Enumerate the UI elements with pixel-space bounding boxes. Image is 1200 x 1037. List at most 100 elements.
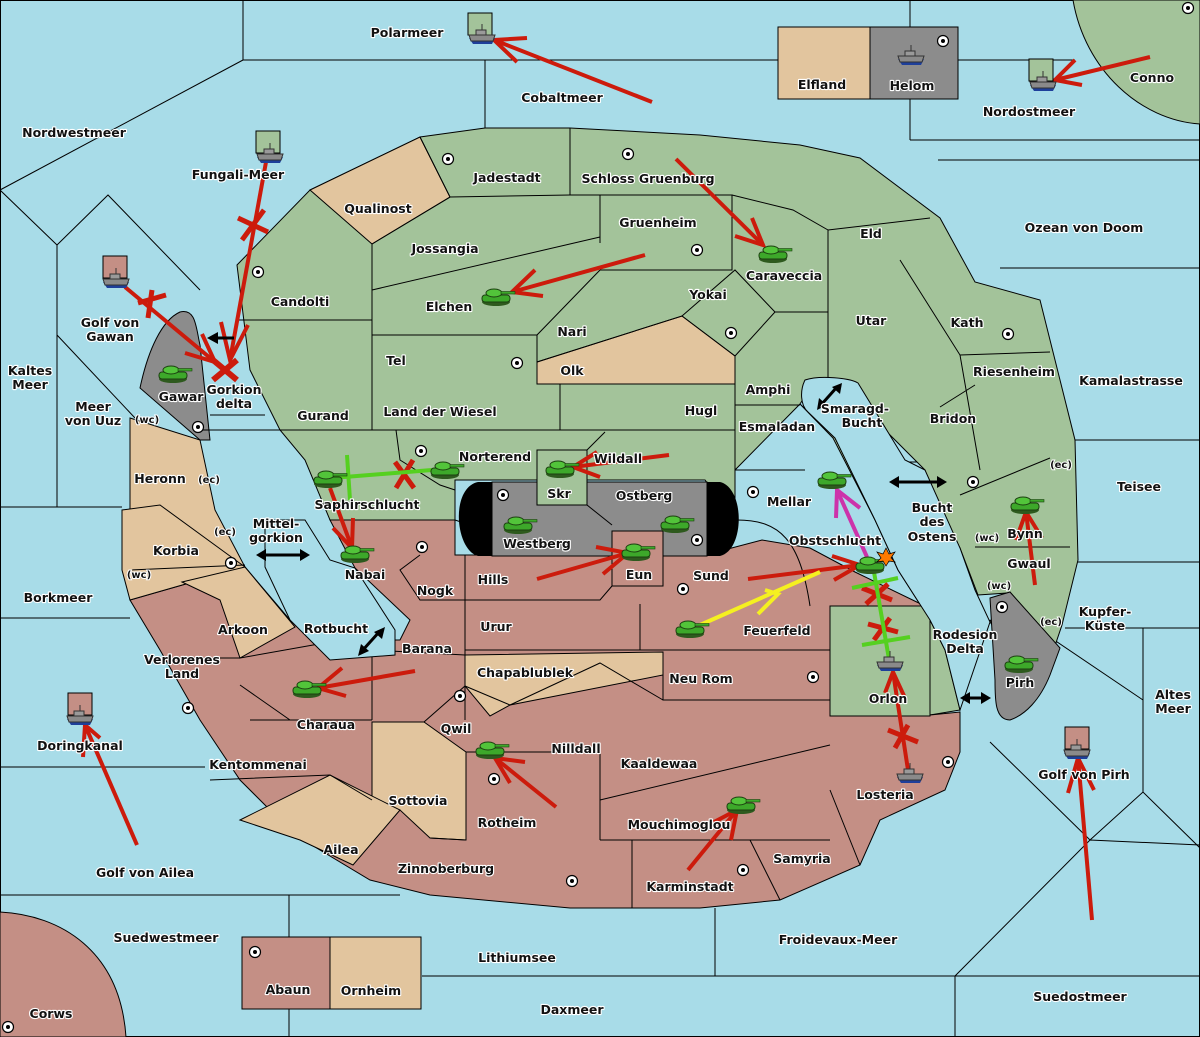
fleet-unit-nordostmeer	[1028, 58, 1057, 92]
coast-label-bynn-ec: (ec)	[1050, 460, 1072, 471]
label-wildall: Wildall	[594, 451, 642, 466]
supply-center-icon	[565, 874, 579, 888]
coast-label-korbia-wc: (wc)	[127, 570, 151, 581]
coast-label-gwaul-wc: (wc)	[987, 581, 1011, 592]
label-helom: Helom	[890, 78, 935, 93]
coast-label-gwaul-ec: (ec)	[1040, 617, 1062, 628]
label-gwaul: Gwaul	[1007, 556, 1050, 571]
label-losteria: Losteria	[856, 787, 913, 802]
label-qualinost: Qualinost	[344, 201, 411, 216]
svg-text:Meer: Meer	[12, 377, 48, 392]
label-utar: Utar	[856, 313, 888, 328]
supply-center-icon	[676, 582, 690, 596]
label-corws: Corws	[30, 1006, 73, 1021]
supply-center-icon	[414, 444, 428, 458]
territory-ornheim[interactable]	[329, 936, 422, 1010]
label-verlorenes-land: Verlorenes	[144, 652, 220, 667]
label-hugl: Hugl	[685, 403, 718, 418]
territory-pirh[interactable]	[989, 591, 1061, 721]
label-elchen: Elchen	[426, 299, 473, 314]
label-orlon: Orlon	[869, 691, 908, 706]
label-urur: Urur	[480, 619, 512, 634]
supply-center-icon	[995, 600, 1009, 614]
label-nilldall: Nilldall	[551, 741, 600, 756]
svg-text:Land: Land	[165, 666, 199, 681]
label-olk: Olk	[560, 363, 584, 378]
supply-center-icon	[966, 475, 980, 489]
label-conno: Conno	[1130, 70, 1175, 85]
label-barana: Barana	[402, 641, 452, 656]
label-bynn: Bynn	[1007, 526, 1042, 541]
label-rotheim: Rotheim	[478, 815, 537, 830]
label-nordostmeer: Nordostmeer	[983, 104, 1076, 119]
supply-center-icon	[496, 488, 510, 502]
label-zinnoberburg: Zinnoberburg	[398, 861, 494, 876]
supply-center-icon	[724, 326, 738, 340]
label-heronn: Heronn	[134, 471, 186, 486]
territory-corws[interactable]	[0, 911, 127, 1037]
label-neu-rom: Neu Rom	[669, 671, 732, 686]
connection-arrows	[207, 332, 991, 704]
convoy-order-line	[699, 570, 821, 627]
units	[66, 12, 1091, 815]
label-abaun: Abaun	[266, 982, 311, 997]
coast-label-gawar-wc: (wc)	[135, 415, 159, 426]
coast-label-bynn-wc: (wc)	[975, 533, 999, 544]
orders	[81, 36, 1151, 921]
label-qwil: Qwil	[441, 721, 472, 736]
svg-text:Delta: Delta	[946, 641, 984, 656]
label-mellar: Mellar	[767, 494, 812, 509]
label-kentommenai: Kentommenai	[209, 757, 307, 772]
label-kaltes-meer: Kaltes	[8, 363, 52, 378]
label-mittelgorkion: Mittel-	[253, 516, 300, 531]
svg-text:Ostens: Ostens	[908, 529, 957, 544]
svg-text:Küste: Küste	[1085, 618, 1125, 633]
label-amphi: Amphi	[746, 382, 791, 397]
label-bridon: Bridon	[930, 411, 976, 426]
label-polarmeer: Polarmeer	[371, 25, 445, 40]
label-esmaladan: Esmaladan	[739, 419, 815, 434]
label-elfland: Elfland	[798, 77, 846, 92]
label-eld: Eld	[860, 226, 882, 241]
label-kaaldewaa: Kaaldewaa	[621, 756, 698, 771]
label-smaragd-bucht: Smaragd-	[821, 401, 889, 416]
label-jadestadt: Jadestadt	[472, 170, 540, 185]
label-rotbucht: Rotbucht	[304, 621, 368, 636]
label-suedostmeer: Suedostmeer	[1033, 989, 1127, 1004]
label-land-der-wiesel: Land der Wiesel	[383, 404, 496, 419]
label-samyria: Samyria	[773, 851, 831, 866]
failed-order-markers	[137, 208, 919, 750]
label-skr: Skr	[547, 486, 571, 501]
label-tel: Tel	[386, 353, 406, 368]
label-cobaltmeer: Cobaltmeer	[521, 90, 603, 105]
label-ozean-von-doom: Ozean von Doom	[1025, 220, 1144, 235]
label-candolti: Candolti	[271, 294, 330, 309]
supply-center-icon	[441, 152, 455, 166]
supply-center-icon	[251, 265, 265, 279]
label-obstschlucht: Obstschlucht	[789, 533, 881, 548]
svg-text:von Uuz: von Uuz	[65, 413, 121, 428]
supply-center-icon	[690, 243, 704, 257]
label-feuerfeld: Feuerfeld	[743, 623, 810, 638]
fleet-unit-polarmeer	[467, 12, 496, 45]
supply-center-icon	[941, 755, 955, 769]
supply-center-icon	[415, 540, 429, 554]
label-froidevaux-meer: Froidevaux-Meer	[779, 932, 898, 947]
label-gawar: Gawar	[159, 389, 205, 404]
svg-text:des: des	[920, 514, 945, 529]
label-lithiumsee: Lithiumsee	[478, 950, 556, 965]
supply-center-icon	[510, 356, 524, 370]
svg-text:delta: delta	[216, 396, 252, 411]
label-korbia: Korbia	[153, 543, 199, 558]
supply-center-icon	[191, 420, 205, 434]
label-westberg: Westberg	[503, 536, 571, 551]
label-meer-von-uuz: Meer	[75, 399, 111, 414]
sea-labels: Polarmeer Cobaltmeer Nordwestmeer Fungal…	[7, 24, 1193, 1018]
label-nogk: Nogk	[417, 583, 454, 598]
label-nabai: Nabai	[345, 567, 386, 582]
label-charaua: Charaua	[297, 717, 355, 732]
retreat-order-line	[834, 486, 869, 558]
label-caraveccia: Caraveccia	[746, 268, 822, 283]
label-gorkion-delta: Gorkion	[206, 382, 261, 397]
